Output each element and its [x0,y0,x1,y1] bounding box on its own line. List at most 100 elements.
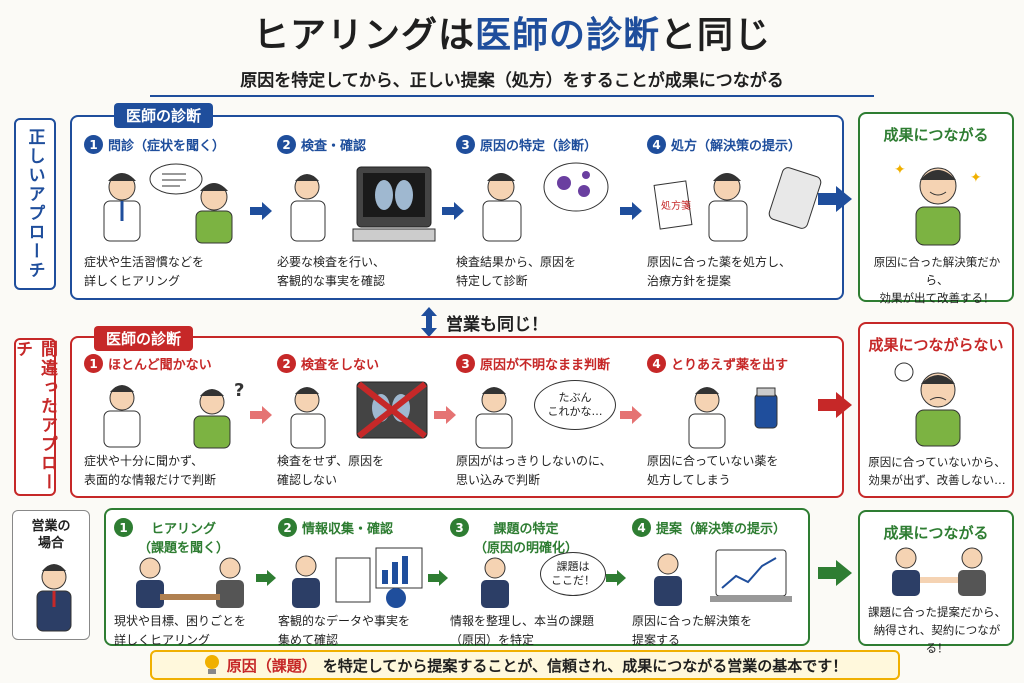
step-number: 1 [114,518,133,537]
step-sales-4: 4 提案（解決策の提示） 原因に合った解決策を 提案する [632,518,807,647]
step-description: 現状や目標、困りごとを 詳しくヒアリング [114,614,247,647]
step-title: 原因の特定（診断） [480,139,598,154]
step-title: ほとんど聞かない [108,358,212,373]
arrow-right-icon [818,560,852,586]
doctor-medicine-illustration [688,387,778,449]
step-description: 情報を整理し、本当の課題 （原因）を特定 [450,614,595,647]
data-analysis-illustration [292,547,423,608]
arrow-right-icon [818,186,852,212]
banner-highlight: 原因（課題） [226,656,317,675]
speech-bubble: 課題は ここだ！ [540,552,606,596]
step-number: 2 [278,518,297,537]
lightbulb-icon [204,655,219,674]
svg-text:✦: ✦ [894,162,906,178]
side-label-wrong: 間違ったアプローチ [12,338,57,496]
arrow-right-icon [434,406,456,424]
handshake-icon [892,547,986,596]
step-wrong-2: 2 検査をしない 検査をせず、原因を 確認しない [277,354,452,494]
step-number: 3 [456,354,475,373]
step-title: 原因が不明なまま判断 [480,358,611,373]
salesperson-icon [36,564,72,632]
side-label-correct: 正しいアプローチ [14,118,56,290]
unhappy-person-icon [894,362,961,447]
result-title: 成果につながる [883,524,989,542]
result-description: 課題に合った提案だから、 納得され、契約につながる！ [868,605,1006,655]
page-subtitle: 原因を特定してから、正しい提案（処方）をすることが成果につながる [150,66,874,97]
step-title: 情報収集・確認 [302,522,394,537]
speech-bubble: たぶん これかな… [534,380,616,430]
result-wrong: 成果につながらない 原因に合っていないから、 効果が出ず、改善しない… [858,322,1014,498]
step-number: 3 [450,518,469,537]
panel-sales: 1 ヒアリング （課題を聞く） 現状や目標、困りごとを 詳しくヒアリング 2 情報収… [104,508,810,647]
step-number: 4 [632,518,651,537]
step-description: 原因に合った解決策を 提案する [632,614,753,647]
result-title: 成果につながる [883,126,989,144]
no-xray-illustration [290,381,428,449]
thinking-person-illustration [481,557,509,608]
result-title: 成果につながらない [868,336,1004,354]
step-number: 2 [277,354,296,373]
step-sales-2: 2 情報収集・確認 客観的なデータや事実を 集めて確認 [278,518,443,647]
mid-link-text: 営業も同じ！ [446,314,548,335]
mid-link: 営業も同じ！ [420,307,548,337]
step-number: 2 [277,135,296,154]
svg-text:処方箋: 処方箋 [661,199,691,212]
result-description: 原因に合った解決策だから、 効果が出て改善する！ [873,255,1001,305]
doctor-patient-illustration [103,163,233,244]
panel-tag-correct: 医師の診断 [114,103,214,128]
panel-wrong: 医師の診断 1 ほとんど聞かない ? 症状や十分に聞かず、 表面的な情報だけで判断… [70,326,844,498]
presentation-illustration [654,549,792,606]
bottom-banner: 原因（課題） を特定してから提案することが、信頼され、成果につながる営業の基本です… [150,650,900,680]
double-arrow-icon [421,307,437,337]
step-number: 3 [456,135,475,154]
arrow-right-icon [428,570,448,586]
step-correct-3: 3 原因の特定（診断） 検査結果から、原因を 特定して診断 [456,135,631,295]
doctor-virus-illustration [482,162,609,242]
step-description: 検査結果から、原因を 特定して診断 [456,255,577,288]
step-number: 1 [84,135,103,154]
doctor-ignoring-illustration: ? [103,380,244,449]
result-correct: 成果につながる ✦✦ 原因に合った解決策だから、 効果が出て改善する！ [858,112,1014,305]
panel-tag-wrong: 医師の診断 [94,326,194,351]
side-label-text: 営業の 場合 [31,519,71,551]
side-label-sales: 営業の 場合 [12,510,90,640]
prescription-illustration: 処方箋 [653,167,822,242]
step-number: 4 [647,135,666,154]
step-title: ヒアリング （課題を聞く） [138,522,230,556]
step-description: 症状や生活習慣などを 詳しくヒアリング [84,255,205,288]
step-title: 検査をしない [301,358,380,373]
step-correct-1: 1 問診（症状を聞く） 症状や生活習慣などを 詳しくヒアリング [84,135,259,295]
svg-text:?: ? [234,380,244,401]
step-description: 客観的なデータや事実を 集めて確認 [278,614,411,647]
step-title: 検査・確認 [301,139,367,154]
page-title: ヒアリングは医師の診断と同じ [252,15,772,56]
svg-text:✦: ✦ [970,170,982,186]
result-description: 原因に合っていないから、 効果が出ず、改善しない… [868,455,1006,487]
doctor-xray-illustration [290,166,436,242]
step-description: 原因に合っていない薬を 処方してしまう [647,454,779,487]
step-title: 課題の特定 （原因の明確化） [474,522,579,556]
banner-text: を特定してから提案することが、信頼され、成果につながる営業の基本です！ [322,656,848,675]
arrow-right-icon [818,392,852,418]
step-sales-1: 1 ヒアリング （課題を聞く） 現状や目標、困りごとを 詳しくヒアリング [114,518,274,647]
step-description: 症状や十分に聞かず、 表面的な情報だけで判断 [84,454,217,487]
panel-correct: 医師の診断 1 問診（症状を聞く） 症状や生活習慣などを 詳しくヒアリング 2 検査… [70,103,844,300]
step-description: 原因に合った薬を処方し、 治療方針を提案 [647,255,792,288]
happy-person-icon: ✦✦ [894,162,982,246]
step-description: 検査をせず、原因を 確認しない [277,454,385,487]
arrow-right-icon [442,202,464,220]
step-correct-2: 2 検査・確認 必要な検査を行い、 客観的な事実を確認 [277,135,452,295]
step-number: 4 [647,354,666,373]
doctor-guessing-illustration [475,387,513,449]
step-title: 提案（解決策の提示） [656,522,787,537]
arrow-right-icon [250,406,272,424]
arrow-right-icon [256,570,276,586]
arrow-right-icon [606,570,626,586]
step-description: 必要な検査を行い、 客観的な事実を確認 [277,255,386,288]
arrow-right-icon [620,406,642,424]
arrow-right-icon [250,202,272,220]
step-title: 問診（症状を聞く） [108,139,226,154]
step-number: 1 [84,354,103,373]
